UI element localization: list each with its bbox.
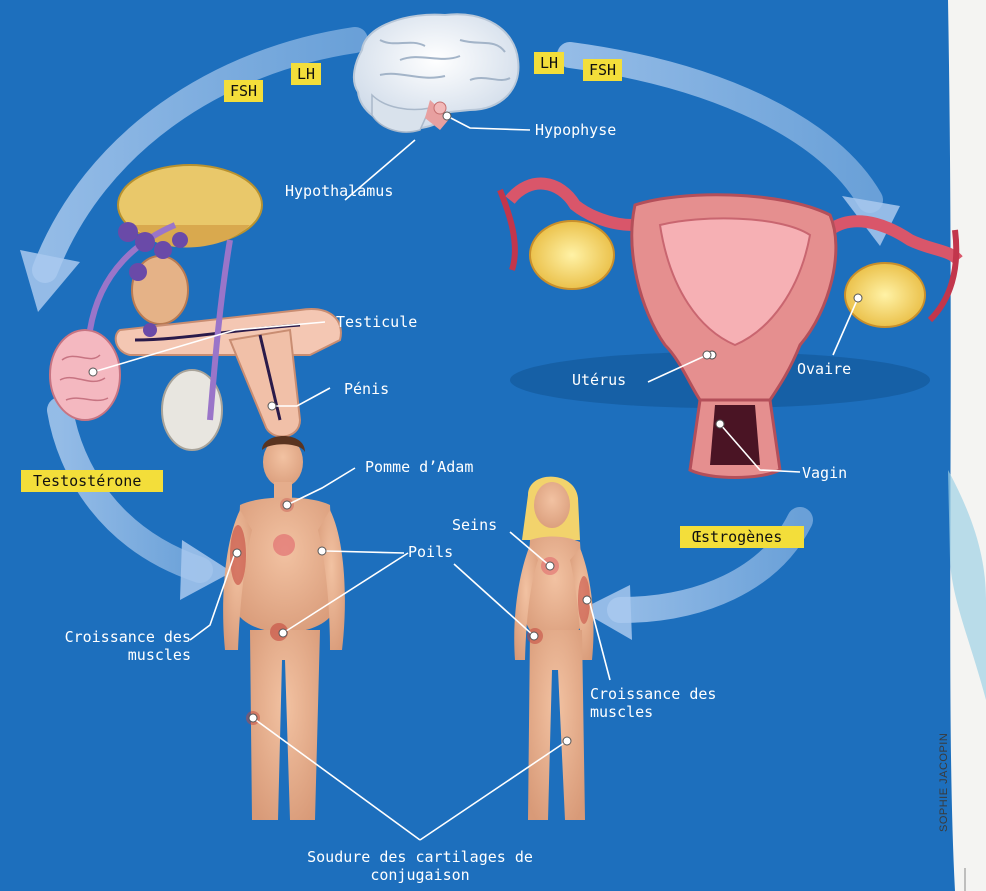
estrogens-tag: Œstrogènes: [680, 526, 804, 548]
croissance-line2: muscles: [28, 646, 191, 664]
label-hypophyse: Hypophyse: [535, 121, 616, 139]
label-uterus: Utérus: [572, 371, 626, 389]
label-hypothalamus: Hypothalamus: [285, 182, 393, 200]
label-testicule: Testicule: [336, 313, 417, 331]
fsh-tag-right: FSH: [583, 59, 622, 81]
photo-credit: SOPHIE JACOPIN: [938, 733, 950, 832]
label-pomme-adam: Pomme d’Adam: [365, 458, 473, 476]
soudure-line2: conjugaison: [270, 866, 570, 884]
croissance-line2: muscles: [590, 703, 716, 721]
label-ovaire: Ovaire: [797, 360, 851, 378]
croissance-line1: Croissance des: [590, 685, 716, 703]
lh-tag-right: LH: [534, 52, 564, 74]
label-vagin: Vagin: [802, 464, 847, 482]
label-poils: Poils: [408, 543, 453, 561]
lh-tag-left: LH: [291, 63, 321, 85]
label-soudure-cartilages: Soudure des cartilages de conjugaison: [270, 848, 570, 884]
fsh-tag-left: FSH: [224, 80, 263, 102]
croissance-line1: Croissance des: [28, 628, 191, 646]
label-penis: Pénis: [344, 380, 389, 398]
soudure-line1: Soudure des cartilages de: [270, 848, 570, 866]
label-seins: Seins: [452, 516, 497, 534]
testosterone-tag: Testostérone: [21, 470, 163, 492]
label-croissance-muscles-female: Croissance des muscles: [590, 685, 716, 721]
label-croissance-muscles-male: Croissance des muscles: [28, 628, 191, 664]
